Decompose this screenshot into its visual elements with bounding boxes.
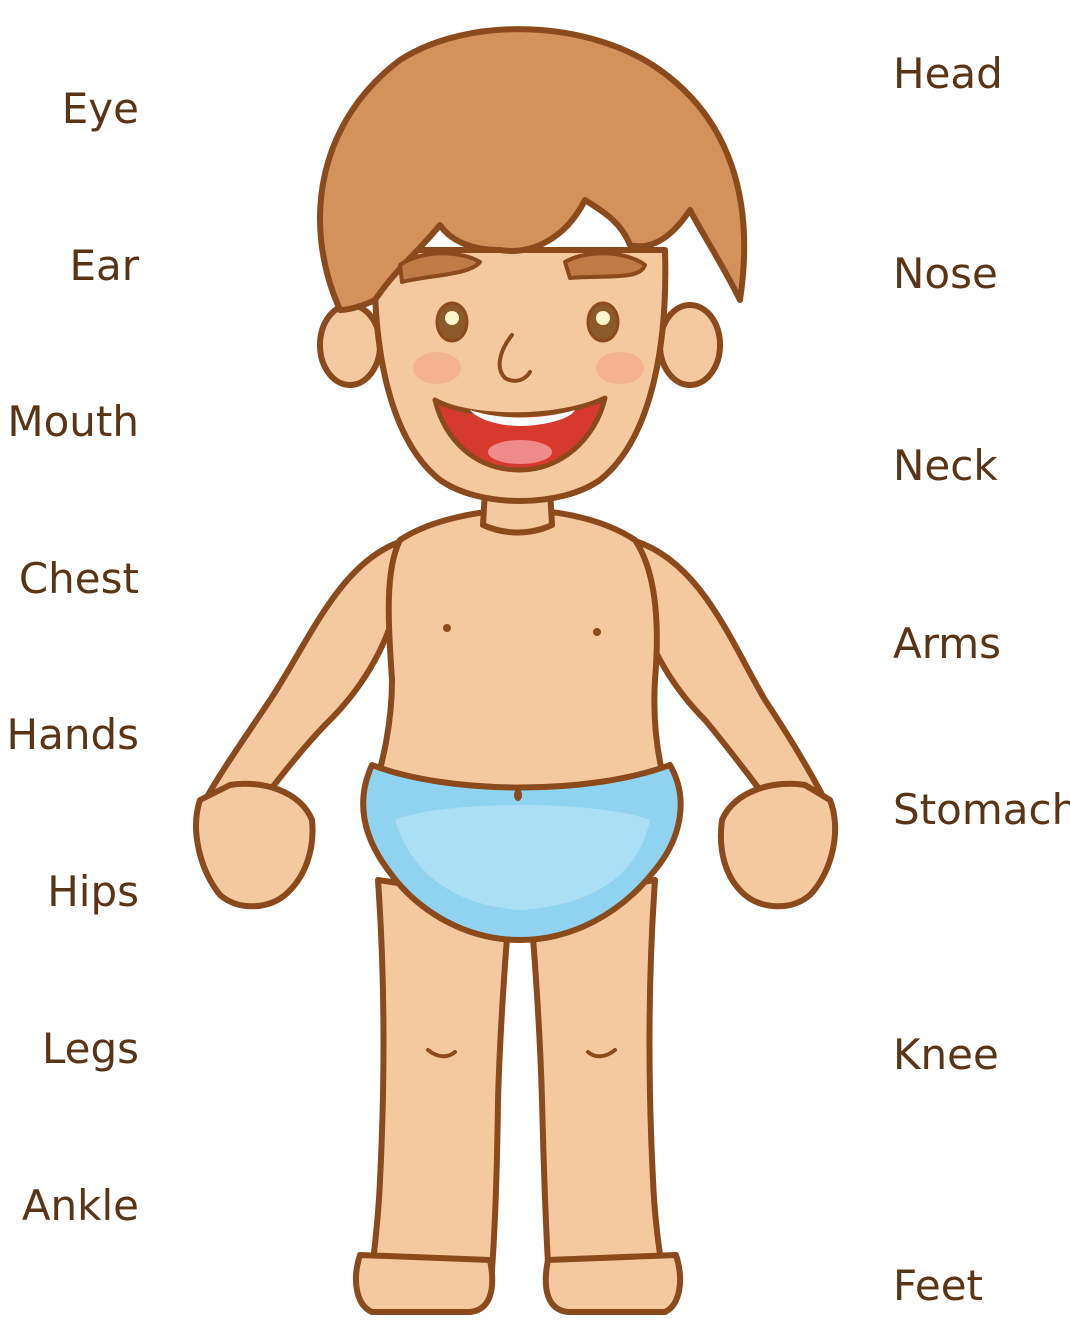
left-leg <box>370 880 510 1295</box>
label-mouth: Mouth <box>7 401 139 443</box>
tongue <box>488 440 552 464</box>
torso <box>372 510 670 800</box>
right-eye-highlight <box>596 311 610 325</box>
label-ankle: Ankle <box>22 1185 139 1227</box>
label-neck: Neck <box>893 445 998 487</box>
label-feet: Feet <box>893 1265 983 1307</box>
label-ear: Ear <box>69 245 139 287</box>
right-hand <box>721 784 835 907</box>
left-eye-highlight <box>445 311 459 325</box>
right-cheek <box>596 352 644 384</box>
label-nose: Nose <box>893 253 998 295</box>
left-nipple <box>443 624 451 632</box>
label-arms: Arms <box>893 623 1001 665</box>
label-knee: Knee <box>893 1034 999 1076</box>
right-eyebrow <box>565 253 645 278</box>
right-leg <box>530 880 665 1295</box>
label-hands: Hands <box>7 714 139 756</box>
label-stomach: Stomach <box>893 789 1070 831</box>
right-nipple <box>593 628 601 636</box>
label-chest: Chest <box>19 558 139 600</box>
label-eye: Eye <box>62 88 139 130</box>
left-foot <box>356 1255 492 1312</box>
navel <box>514 789 522 801</box>
left-cheek <box>413 352 461 384</box>
label-hips: Hips <box>47 871 139 913</box>
label-head: Head <box>893 53 1003 95</box>
left-hand <box>196 784 312 907</box>
right-foot <box>546 1255 680 1312</box>
left-ear <box>320 305 380 385</box>
right-ear <box>660 305 720 385</box>
label-legs: Legs <box>42 1028 139 1070</box>
